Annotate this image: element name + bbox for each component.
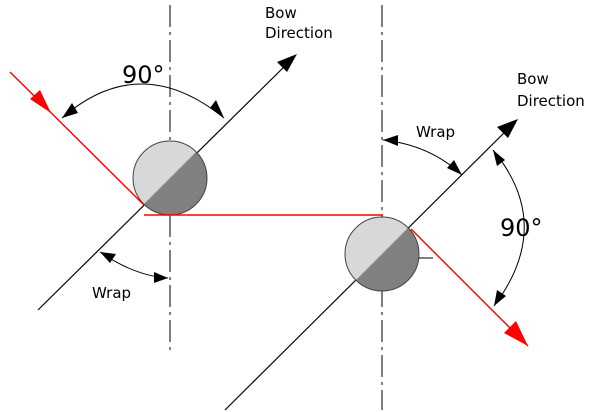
- right-rope-arrowhead: [504, 321, 528, 346]
- right-rope-out: [410, 228, 529, 347]
- right-wrap-arrow-b: [447, 160, 462, 175]
- left-90-arrow-a: [62, 103, 78, 118]
- right-bow-direction-label-2: Direction: [517, 92, 585, 110]
- right-bow-arrowhead: [497, 119, 518, 138]
- right-wrap-arc: [382, 139, 463, 176]
- left-90-arc: [61, 83, 225, 119]
- right-90-arc: [492, 149, 525, 307]
- left-wrap-arrow-a: [100, 252, 116, 263]
- left-bow-arrowhead: [277, 54, 297, 72]
- right-90-arrow-a: [493, 150, 505, 166]
- right-90-arrow-b: [494, 290, 506, 306]
- left-rope-arrowhead: [30, 90, 51, 113]
- left-wrap-arrow-b: [154, 272, 168, 283]
- right-bow-direction-label-1: Bow: [517, 70, 549, 88]
- left-wrap-label: Wrap: [92, 284, 131, 302]
- left-bow-direction-label-1: Bow: [265, 4, 297, 22]
- right-wrap-label: Wrap: [416, 123, 455, 141]
- right-angle-label: 90°: [500, 214, 543, 242]
- left-angle-label: 90°: [122, 61, 165, 89]
- left-90-arrow-b: [210, 100, 224, 118]
- left-rope-in: [9, 71, 145, 206]
- left-bow-direction-label-2: Direction: [265, 24, 333, 42]
- right-wrap-arrow-a: [383, 135, 398, 146]
